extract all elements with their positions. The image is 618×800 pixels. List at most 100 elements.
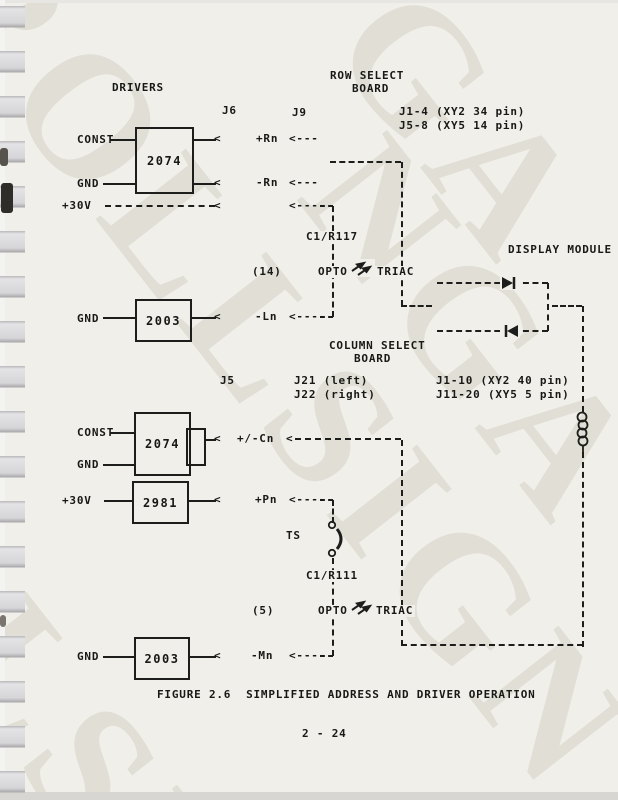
column-select-board-heading-2: BOARD bbox=[354, 352, 392, 365]
figure-caption: FIGURE 2.6 SIMPLIFIED ADDRESS AND DRIVER… bbox=[157, 688, 536, 701]
wire-display-right-join bbox=[547, 283, 549, 331]
wire-const-to-2074-col bbox=[110, 432, 135, 434]
wire-row-right-vertical bbox=[401, 162, 403, 306]
source-chip-2981-box: 2981 bbox=[132, 481, 189, 524]
arrowhead-cn-long: < bbox=[286, 432, 294, 445]
wire-column-right-vertical bbox=[401, 440, 403, 646]
connector-j5-label: J5 bbox=[220, 374, 235, 387]
wire-bottom-return bbox=[401, 644, 583, 646]
wire-minus-mn-corner-stub bbox=[320, 655, 333, 657]
wire-2074-col-out bbox=[204, 439, 216, 441]
arrow-minus-rn: <--- bbox=[289, 176, 319, 189]
arrow-plus-rn: <--- bbox=[289, 132, 319, 145]
connector-j21-label: J21 (left) bbox=[294, 374, 369, 387]
driver-chip-2074-col-piggyback-box bbox=[186, 428, 206, 466]
arrowhead-plus-rn: < bbox=[214, 132, 222, 145]
wire-gnd-to-2074-col bbox=[103, 464, 134, 466]
connector-j9-label: J9 bbox=[292, 106, 307, 119]
wire-30v-corner-stub bbox=[320, 205, 333, 207]
signal-minus-rn-label: -Rn bbox=[256, 176, 279, 189]
driver-chip-2074-col-label: 2074 bbox=[145, 437, 180, 451]
diode-left-icon bbox=[500, 324, 520, 338]
wire-plus-pn-corner-stub bbox=[320, 499, 333, 501]
wire-2003-col-out bbox=[188, 656, 216, 658]
wire-row-top-horizontal bbox=[330, 161, 401, 163]
connector-j11-20-label: J11-20 (XY5 5 pin) bbox=[436, 388, 570, 401]
arrow-plus-pn: <---- bbox=[289, 493, 327, 506]
inductor-coil-icon bbox=[576, 410, 589, 452]
supply-30v-label-col: +30V bbox=[62, 494, 92, 507]
wire-display-down-lower bbox=[582, 452, 584, 647]
arrowhead-30v: < bbox=[214, 199, 222, 212]
column-select-board-heading: COLUMN SELECT bbox=[329, 339, 426, 352]
sink-chip-2003-col-box: 2003 bbox=[134, 637, 190, 680]
component-c1-r111-label: C1/R111 bbox=[304, 569, 360, 582]
opto-label: OPTO bbox=[316, 265, 350, 278]
arrowhead-minus-mn: < bbox=[214, 649, 222, 662]
wire-gnd-to-2003 bbox=[103, 317, 135, 319]
page-number: 2 - 24 bbox=[302, 727, 347, 740]
connector-j1-4-label: J1-4 (XY2 34 pin) bbox=[399, 105, 526, 118]
row-line-count-label: (14) bbox=[252, 265, 282, 278]
signal-minus-ln-label: -Ln bbox=[255, 310, 278, 323]
wire-display-anode-line bbox=[437, 282, 548, 284]
wire-30v-to-2981 bbox=[104, 500, 132, 502]
connector-j1-10-label: J1-10 (XY2 40 pin) bbox=[436, 374, 570, 387]
wire-2981-out bbox=[187, 500, 216, 502]
watermark-text: GA bbox=[296, 0, 618, 301]
opto-coupler-arrows-icon bbox=[349, 598, 375, 616]
wire-display-cathode-line bbox=[437, 330, 548, 332]
connector-j6-label: J6 bbox=[222, 104, 237, 117]
gnd-input-label-2003-col: GND bbox=[77, 650, 100, 663]
wire-cn-dashed bbox=[295, 438, 401, 440]
wire-display-out-stub bbox=[552, 305, 582, 307]
wire-gnd-to-2074 bbox=[103, 183, 135, 185]
connector-j22-label: J22 (right) bbox=[294, 388, 376, 401]
wire-2074-out-minus-rn bbox=[192, 183, 216, 185]
sink-chip-2003-label: 2003 bbox=[146, 313, 181, 328]
arrowhead-minus-rn: < bbox=[214, 176, 222, 189]
arrowhead-plus-pn: < bbox=[214, 493, 222, 506]
row-select-board-heading-2: BOARD bbox=[352, 82, 390, 95]
arrow-minus-mn: <---- bbox=[289, 649, 327, 662]
wire-opto-column-left bbox=[332, 206, 334, 317]
const-input-label-col: CONST bbox=[77, 426, 115, 439]
sink-chip-2003-box: 2003 bbox=[135, 299, 192, 342]
source-chip-2981-label: 2981 bbox=[143, 495, 178, 510]
arrow-minus-ln: <---- bbox=[289, 310, 327, 323]
arrow-30v-board: <---- bbox=[289, 199, 327, 212]
driver-chip-2074-box: 2074 bbox=[135, 127, 194, 194]
ts-switch-icon bbox=[327, 520, 343, 558]
wire-row-to-display-stub bbox=[401, 305, 432, 307]
ts-switch-label: TS bbox=[286, 529, 301, 542]
sink-chip-2003-col-label: 2003 bbox=[144, 651, 180, 666]
binding-smudge bbox=[0, 615, 6, 627]
comb-binding bbox=[0, 6, 25, 796]
drivers-heading: DRIVERS bbox=[112, 81, 164, 94]
diode-right-icon bbox=[500, 276, 520, 290]
wire-ts-upper bbox=[332, 500, 334, 523]
const-input-label: CONST bbox=[77, 133, 115, 146]
wire-const-to-2074 bbox=[110, 139, 135, 141]
opto-coupler-arrows-icon bbox=[349, 259, 375, 277]
wire-30v-dashed bbox=[105, 205, 215, 207]
display-module-heading: DISPLAY MODULE bbox=[508, 243, 612, 256]
triac-label: TRIAC bbox=[375, 265, 417, 278]
driver-chip-2074-label: 2074 bbox=[147, 153, 182, 168]
signal-plus-pn-label: +Pn bbox=[255, 493, 278, 506]
scan-top-edge bbox=[0, 0, 618, 3]
wire-2074-out-plus-rn bbox=[192, 139, 216, 141]
row-select-board-heading: ROW SELECT bbox=[330, 69, 405, 82]
signal-plus-rn-label: +Rn bbox=[256, 132, 279, 145]
connector-j5-8-label: J5-8 (XY5 14 pin) bbox=[399, 119, 526, 132]
supply-30v-label: +30V bbox=[62, 199, 92, 212]
wire-minus-ln-corner-stub bbox=[320, 316, 333, 318]
column-line-count-label: (5) bbox=[252, 604, 275, 617]
gnd-input-label-2003: GND bbox=[77, 312, 100, 325]
wire-display-down-upper bbox=[582, 306, 584, 412]
arrowhead-cn: < bbox=[214, 432, 222, 445]
signal-cn-label: +/-Cn bbox=[237, 432, 275, 445]
opto-label-col: OPTO bbox=[316, 604, 350, 617]
binding-smudge bbox=[1, 183, 13, 213]
